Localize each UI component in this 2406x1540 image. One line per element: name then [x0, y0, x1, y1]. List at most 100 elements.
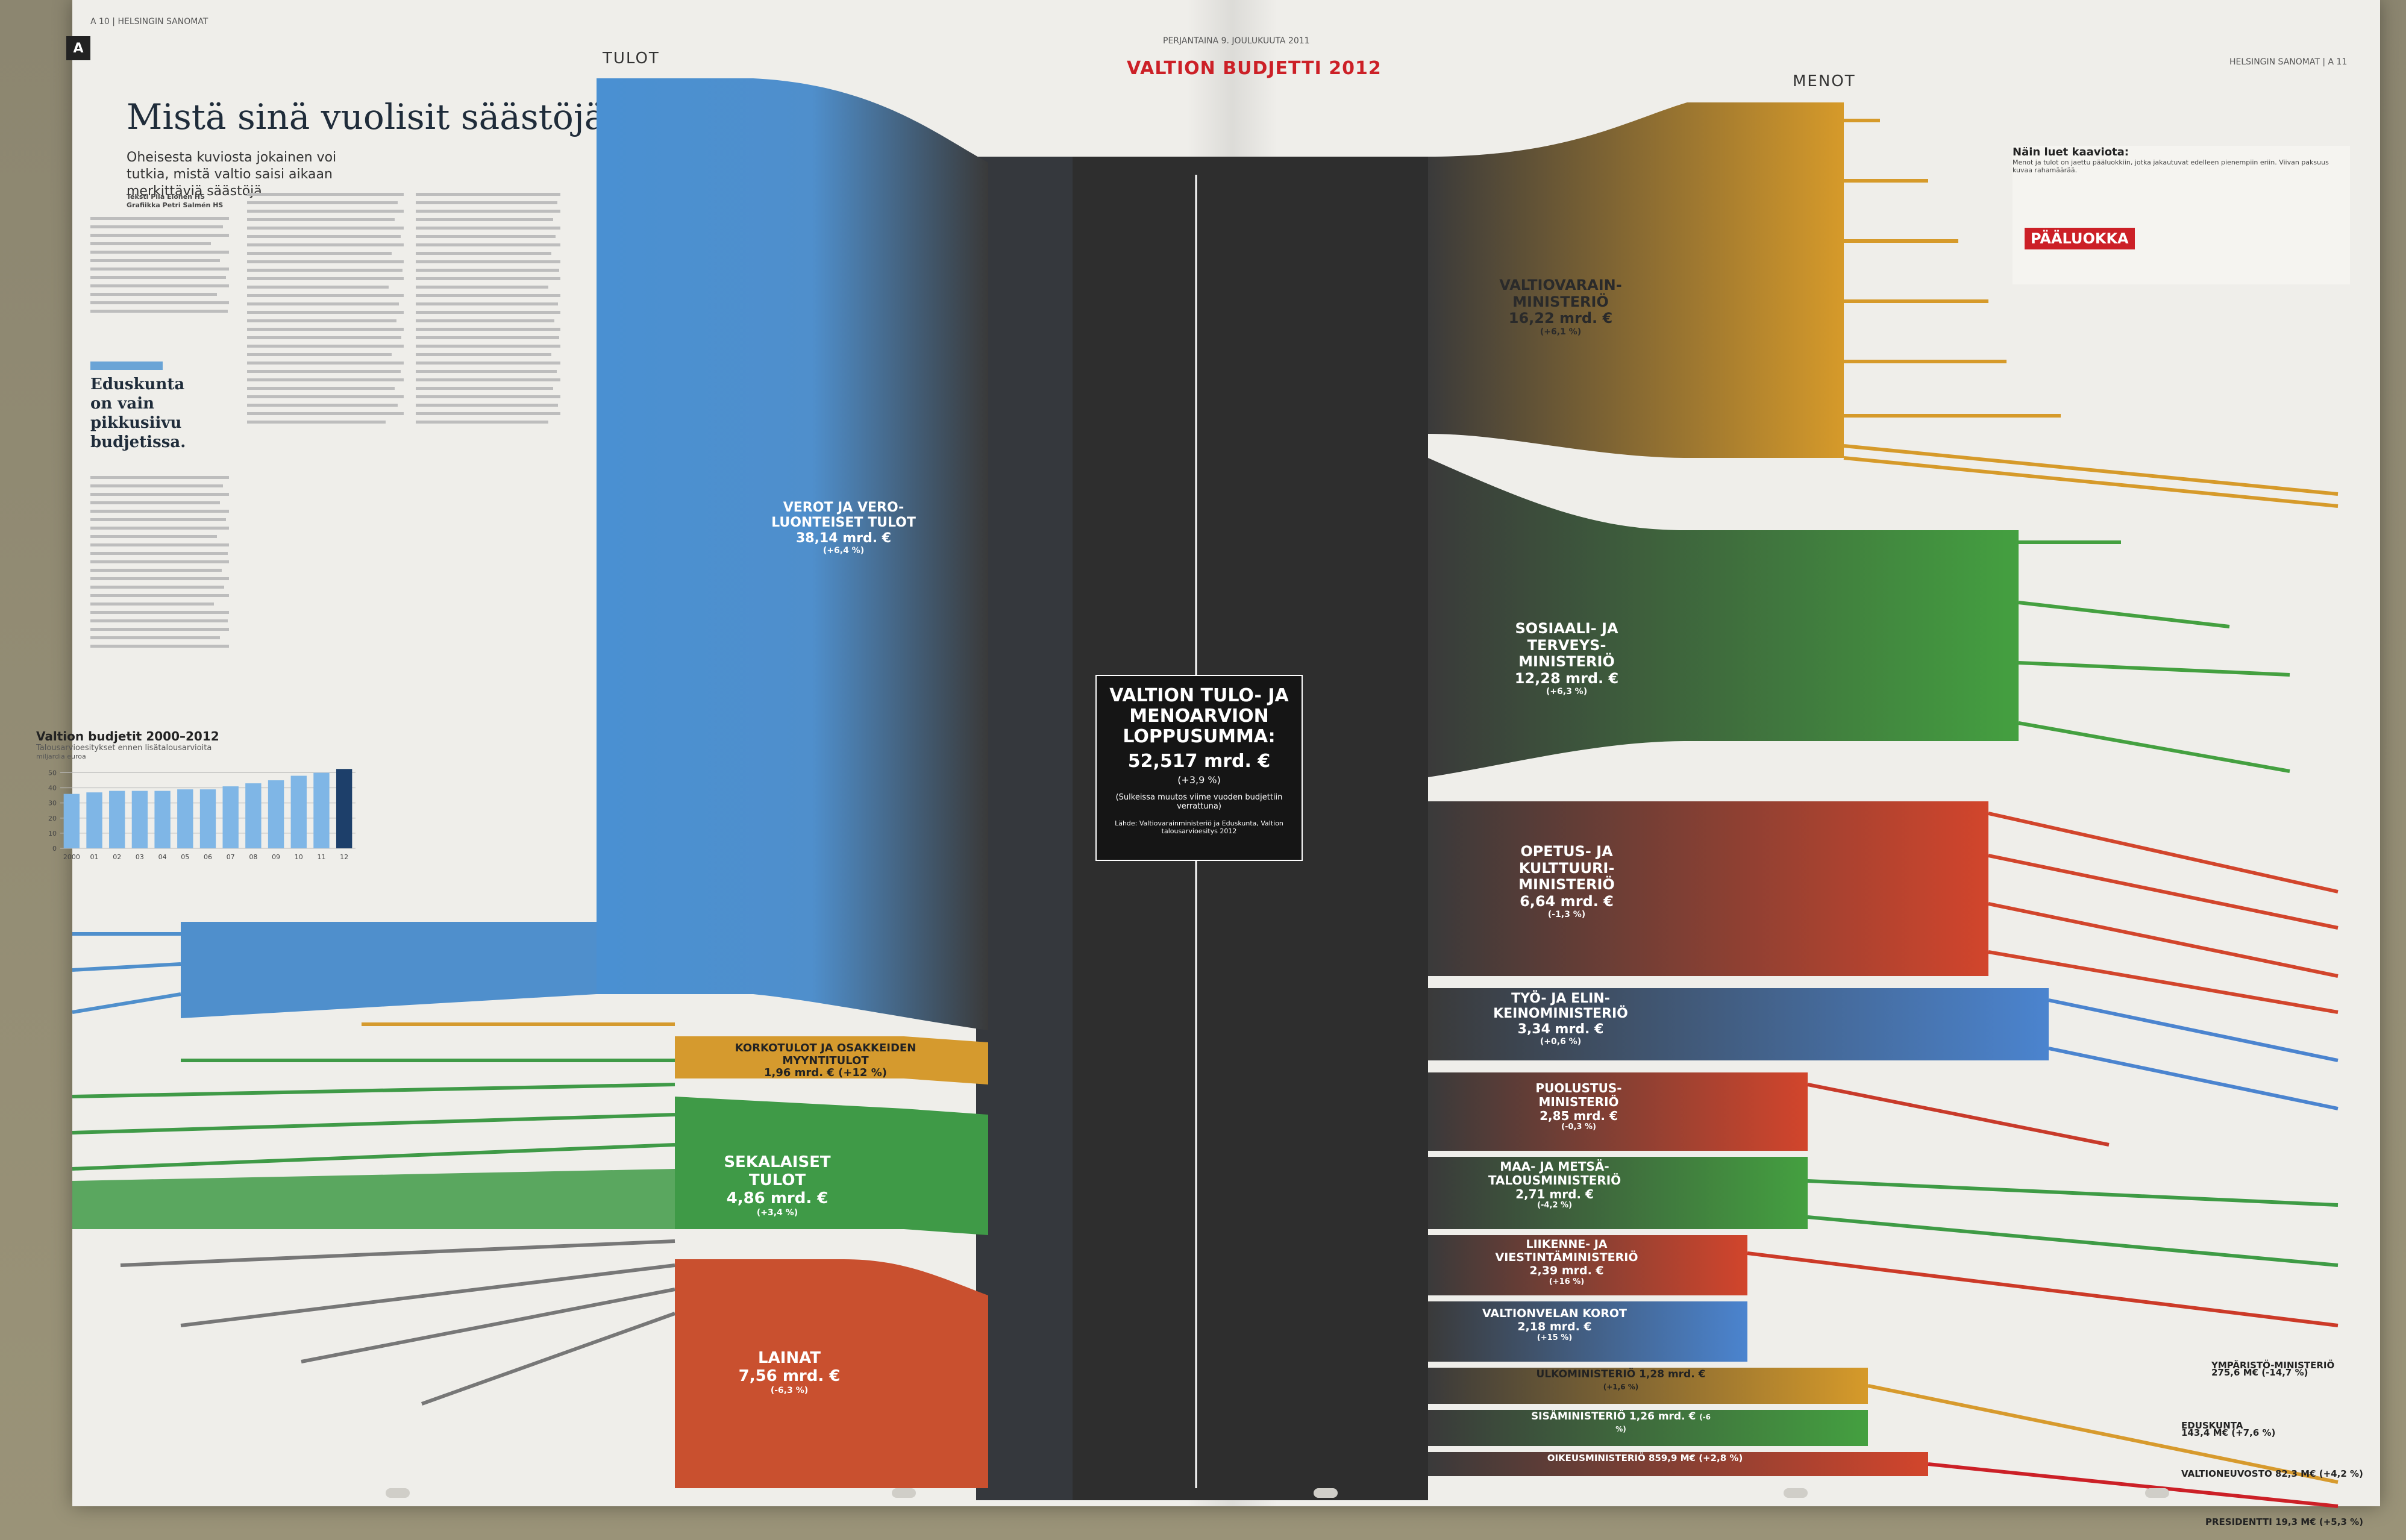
exp-agriculture-change: (-4,2 %) [1537, 1201, 1572, 1210]
article-body-column-3 [416, 193, 560, 429]
exp-foreign-value: 1,28 mrd. € [1639, 1368, 1706, 1380]
article-headline: Mistä sinä vuolisit säästöjä? [127, 96, 624, 137]
flow-employment-ministry [1428, 988, 2049, 1060]
exp-education-value: 6,64 mrd. € [1520, 892, 1614, 910]
flow-interior-ministry [1428, 1410, 1868, 1446]
income-interest-value: 1,96 mrd. € (+12 %) [764, 1066, 887, 1080]
history-bar [290, 775, 307, 848]
exp-finance-label: VALTIOVARAIN-MINISTERIÖ 16,22 mrd. € (+6… [1488, 277, 1633, 337]
history-bar [313, 772, 330, 848]
history-x-tick: 10 [295, 853, 303, 861]
how-to-read-heading: Näin luet kaaviota: [2013, 146, 2129, 158]
income-taxes-value: 38,14 mrd. € [795, 530, 892, 546]
flow-taxes-left [181, 922, 597, 1018]
how-to-read-box: Näin luet kaaviota: Menot ja tulot on ja… [2013, 146, 2350, 284]
income-interest-name: KORKOTULOT JA OSAKKEIDEN MYYNTITULOT [735, 1042, 916, 1067]
flow-misc-income-left [72, 1169, 675, 1229]
flow-misc-income [675, 1097, 988, 1235]
exp-environment-label: YMPÄRISTÖ-MINISTERIÖ 275,6 M€ (-14,7 %) [2211, 1360, 2335, 1378]
history-bar [154, 790, 171, 848]
article-body-column-1 [90, 217, 229, 318]
exp-finance-name: VALTIOVARAIN-MINISTERIÖ [1499, 277, 1622, 310]
budget-total-source: Lähde: Valtiovarainministeriö ja Eduskun… [1115, 819, 1283, 835]
exp-foreign-change: (+1,6 %) [1603, 1382, 1639, 1391]
history-x-tick: 04 [158, 853, 167, 861]
print-marker [2145, 1488, 2169, 1498]
flow-foreign-ministry [1428, 1368, 1868, 1404]
history-x-tick: 08 [249, 853, 257, 861]
print-marker [1784, 1488, 1808, 1498]
flow-social-ministry [1428, 458, 2019, 777]
exp-education-change: (-1,3 %) [1547, 910, 1586, 920]
history-y-tick: 40 [48, 784, 57, 792]
flow-transport-ministry [1428, 1235, 1747, 1295]
exp-government-name: VALTIONEUVOSTO [2181, 1468, 2272, 1479]
flow-justice-ministry [1428, 1452, 1928, 1476]
history-x-tick: 02 [113, 853, 121, 861]
history-y-tick: 10 [48, 830, 57, 837]
history-bar [199, 789, 216, 848]
article-body-column-2 [247, 193, 404, 429]
history-bar [336, 769, 352, 848]
history-y-tick: 0 [52, 845, 57, 853]
income-header: TULOT [603, 49, 660, 67]
income-loans-label: LAINAT 7,56 mrd. € (-6,3 %) [729, 1349, 850, 1395]
exp-employment-name: TYÖ- JA ELIN-KEINOMINISTERIÖ [1493, 991, 1628, 1022]
flow-taxes [597, 78, 988, 1030]
exp-agriculture-label: MAA- JA METSÄ-TALOUSMINISTERIÖ 2,71 mrd.… [1464, 1160, 1645, 1210]
page-folio-left: A 10 | HELSINGIN SANOMAT [90, 17, 208, 27]
exp-defence-change: (-0,3 %) [1561, 1122, 1596, 1132]
flow-debt-interest [1428, 1301, 1747, 1362]
exp-justice-label: OIKEUSMINISTERIÖ 859,9 M€ (+2,8 %) [1506, 1453, 1784, 1463]
print-marker [386, 1488, 410, 1498]
exp-education-label: OPETUS- JA KULTTUURI-MINISTERIÖ 6,64 mrd… [1506, 843, 1627, 920]
exp-transport-label: LIIKENNE- JA VIESTINTÄMINISTERIÖ 2,39 mr… [1476, 1238, 1657, 1286]
exp-social-value: 12,28 mrd. € [1514, 669, 1619, 687]
history-chart-subtitle: Talousarvioesitykset ennen lisätalousarv… [36, 743, 212, 753]
exp-employment-label: TYÖ- JA ELIN-KEINOMINISTERIÖ 3,34 mrd. €… [1470, 991, 1651, 1047]
history-x-tick: 2000 [63, 853, 80, 861]
budget-total-note: (Sulkeissa muutos viime vuoden budjettii… [1115, 793, 1283, 811]
history-x-tick: 11 [317, 853, 325, 861]
exp-environment-value: 275,6 M€ (-14,7 %) [2211, 1367, 2308, 1378]
page-folio-right: HELSINGIN SANOMAT | A 11 [2229, 57, 2348, 67]
byline-graphics: Grafiikka Petri Salmén HS [127, 201, 224, 209]
exp-president-name: PRESIDENTTI [2205, 1517, 2272, 1527]
trunk-shade [976, 157, 1073, 1500]
exp-president-label: PRESIDENTTI 19,3 M€ (+5,3 %) [2205, 1517, 2363, 1527]
flow-defence-ministry [1428, 1072, 1808, 1151]
exp-debt-value: 2,18 mrd. € [1517, 1319, 1592, 1333]
exp-parliament-value: 143,4 M€ (+7,6 %) [2181, 1427, 2276, 1438]
history-bar [245, 783, 262, 848]
expenses-header: MENOT [1793, 72, 1856, 90]
income-taxes-name: VEROT JA VERO-LUONTEISET TULOT [771, 500, 916, 531]
history-chart: Valtion budjetit 2000–2012 Talousarvioes… [36, 729, 368, 868]
history-x-tick: 06 [204, 853, 212, 861]
exp-agriculture-value: 2,71 mrd. € [1515, 1187, 1594, 1201]
history-y-tick: 20 [48, 815, 57, 822]
flow-interest-income [675, 1036, 988, 1085]
article-body-column-1b [90, 476, 229, 653]
flow-education-ministry [1428, 801, 1988, 976]
exp-transport-name: LIIKENNE- JA VIESTINTÄMINISTERIÖ [1495, 1238, 1638, 1264]
flow-loans [675, 1259, 988, 1488]
page-dateline: PERJANTAINA 9. JOULUKUUTA 2011 [1163, 36, 1310, 46]
exp-defence-label: PUOLUSTUS-MINISTERIÖ 2,85 mrd. € (-0,3 %… [1518, 1081, 1639, 1132]
flow-finance-ministry [1428, 102, 1844, 458]
history-x-tick: 09 [272, 853, 280, 861]
history-bar [268, 780, 284, 848]
income-interest-label: KORKOTULOT JA OSAKKEIDEN MYYNTITULOT 1,9… [723, 1042, 928, 1080]
pull-quote: Eduskunta on vain pikkusiivu budjetissa. [90, 375, 186, 451]
exp-defence-value: 2,85 mrd. € [1540, 1109, 1618, 1123]
income-sub-branches [72, 932, 676, 1406]
exp-parliament-name: EDUSKUNTA [2181, 1420, 2243, 1431]
exp-foreign-name: ULKOMINISTERIÖ [1536, 1368, 1636, 1380]
flow-agriculture-ministry [1428, 1157, 1808, 1229]
exp-foreign-label: ULKOMINISTERIÖ 1,28 mrd. € (+1,6 %) [1530, 1368, 1711, 1392]
exp-employment-value: 3,34 mrd. € [1517, 1021, 1604, 1037]
exp-employment-change: (+0,6 %) [1540, 1036, 1582, 1047]
history-bar [86, 792, 102, 848]
exp-environment-name: YMPÄRISTÖ-MINISTERIÖ [2211, 1360, 2335, 1371]
exp-government-label: VALTIONEUVOSTO 82,3 M€ (+4,2 %) [2181, 1468, 2363, 1479]
